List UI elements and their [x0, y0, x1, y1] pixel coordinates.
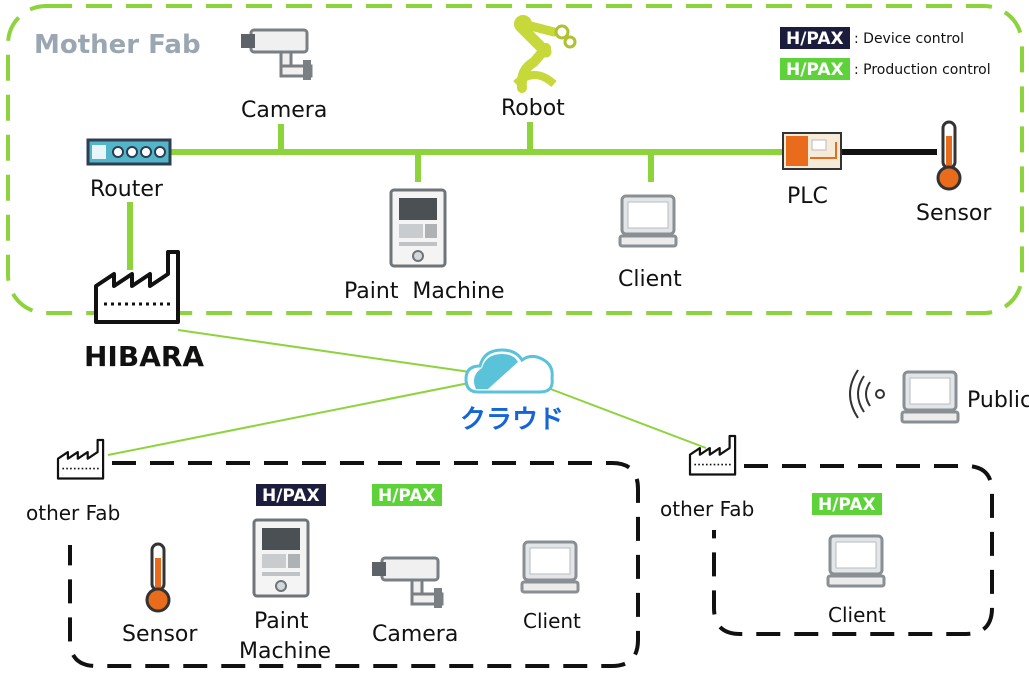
router-node[interactable]: Router	[86, 138, 172, 202]
camera-node[interactable]: Camera	[239, 28, 327, 123]
mother-fab-title: Mother Fab	[34, 30, 201, 60]
legend-device-text: : Device control	[854, 31, 964, 47]
factory-icon	[94, 250, 180, 324]
paint-label-line2: Machine	[239, 639, 331, 664]
sensor-label: Sensor	[916, 201, 992, 226]
laptop-icon	[900, 370, 960, 424]
other-fab-right: other Fab H/PAX Client	[660, 434, 994, 636]
paint-machine-icon	[389, 188, 447, 268]
laptop-icon	[826, 534, 886, 588]
factory-icon	[56, 438, 105, 480]
robot-node[interactable]: Robot	[501, 15, 577, 121]
mother-fab-boundary	[6, 4, 1024, 315]
plc-label: PLC	[787, 184, 828, 209]
cloud-label: クラウド	[460, 405, 564, 435]
laptop-icon	[618, 194, 678, 248]
cloud-icon	[464, 348, 554, 394]
paint-machine-icon	[252, 518, 310, 598]
other-fab-left-title: other Fab	[26, 501, 120, 525]
mother-fab-network-links	[127, 122, 786, 270]
plc-board-icon	[782, 132, 842, 170]
thermometer-icon	[145, 542, 171, 613]
hibara-node[interactable]: HIBARA	[84, 250, 204, 373]
other-fab-right-title: other Fab	[660, 497, 754, 521]
router-icon	[86, 138, 172, 166]
camera-label: Camera	[372, 622, 458, 647]
router-label: Router	[90, 177, 164, 202]
camera-icon	[370, 556, 444, 610]
cloud-links	[107, 329, 707, 456]
wireless-icon	[849, 369, 885, 419]
paint-machine-label: Paint Machine	[344, 279, 505, 304]
paint-machine-node[interactable]: Paint Machine	[344, 188, 505, 304]
client-label: Client	[828, 603, 886, 627]
other-fab-left: other Fab H/PAX H/PAX Sensor Paint Machi…	[26, 438, 640, 668]
plc-node[interactable]: PLC	[782, 132, 842, 209]
client-node[interactable]: Client	[826, 534, 886, 627]
laptop-icon	[520, 540, 580, 594]
factory-icon	[688, 434, 737, 476]
robot-label: Robot	[501, 96, 565, 121]
hibara-label: HIBARA	[84, 340, 204, 373]
client-node[interactable]: Client	[520, 540, 581, 633]
camera-node[interactable]: Camera	[370, 556, 458, 647]
public-label: Public	[967, 388, 1029, 413]
sensor-node[interactable]: Sensor	[122, 542, 198, 647]
paint-machine-node[interactable]: Paint Machine	[239, 518, 331, 664]
legend-production-badge: H/PAX	[786, 60, 844, 80]
other-fab-right-badge: H/PAX	[818, 495, 876, 515]
camera-icon	[239, 28, 313, 82]
other-fab-left-boundary	[68, 461, 640, 668]
legend-device-badge: H/PAX	[786, 29, 844, 49]
other-fab-left-badge-production: H/PAX	[378, 486, 436, 506]
legend-production-text: : Production control	[854, 62, 991, 78]
sensor-label: Sensor	[122, 622, 198, 647]
other-fab-right-boundary	[712, 464, 994, 636]
thermometer-icon	[936, 120, 962, 191]
public-node[interactable]: Public	[849, 369, 1029, 424]
legend: H/PAX : Device control H/PAX : Productio…	[780, 27, 991, 80]
client-node[interactable]: Client	[618, 194, 682, 292]
client-label: Client	[523, 609, 581, 633]
sensor-node[interactable]: Sensor	[916, 120, 992, 226]
cloud-node[interactable]: クラウド	[460, 348, 564, 435]
camera-label: Camera	[241, 98, 327, 123]
paint-label-line1: Paint	[254, 609, 309, 634]
other-fab-left-badge-device: H/PAX	[262, 486, 320, 506]
client-label: Client	[618, 267, 682, 292]
robot-icon	[513, 15, 577, 93]
